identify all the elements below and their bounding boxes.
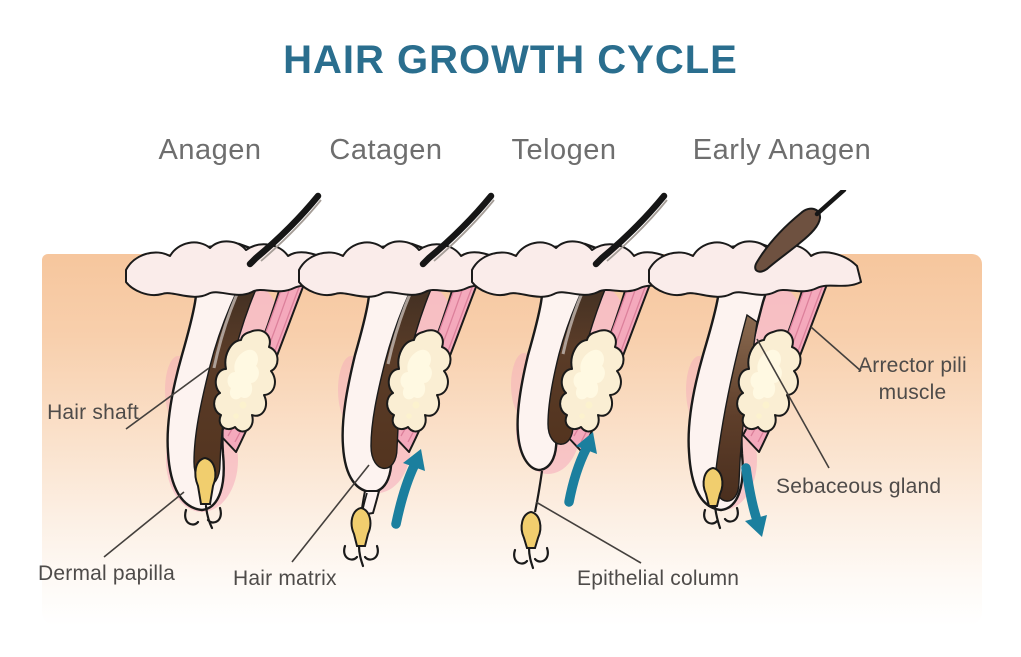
root-curls-graphic — [513, 546, 549, 570]
epithelial-column-label: Epithelial column — [577, 567, 740, 590]
hair-matrix-label: Hair matrix — [233, 567, 337, 590]
dermal-papilla-label: Dermal papilla — [38, 562, 176, 585]
hair-shaft-label: Hair shaft — [47, 401, 139, 424]
dermal-papilla-graphic — [520, 510, 542, 549]
arrector-pili-muscle-label: Arrector pili muscle — [858, 354, 967, 404]
follicle-telogen-illustration — [471, 192, 685, 570]
follicle-catagen-illustration — [298, 192, 512, 568]
dermal-papilla-graphic — [350, 506, 372, 547]
stage-label-catagen: Catagen — [329, 134, 443, 166]
hair-shaft-graphic — [246, 192, 322, 268]
sebaceous-gland-label: Sebaceous gland — [776, 475, 942, 498]
page-title: HAIR GROWTH CYCLE — [283, 38, 738, 82]
stage-label-telogen: Telogen — [511, 134, 617, 166]
dermal-papilla-graphic — [702, 466, 724, 507]
sebaceous-gland-graphic — [559, 329, 625, 433]
epithelial-column-graphic — [533, 470, 544, 513]
stage-label-early-anagen: Early Anagen — [692, 134, 872, 166]
sebaceous-gland-graphic — [213, 329, 279, 433]
root-curls-graphic — [184, 504, 222, 530]
stage-label-anagen: Anagen — [158, 134, 262, 166]
hair-shaft-graphic — [592, 192, 668, 268]
follicle-early-anagen-illustration — [648, 190, 862, 530]
dermal-papilla-graphic — [194, 456, 217, 505]
root-curls-graphic — [703, 504, 739, 530]
shed-club-hair-graphic — [754, 190, 847, 273]
sebaceous-gland-graphic — [386, 329, 452, 433]
root-curls-graphic — [343, 544, 379, 568]
hair-shaft-graphic — [419, 192, 495, 268]
